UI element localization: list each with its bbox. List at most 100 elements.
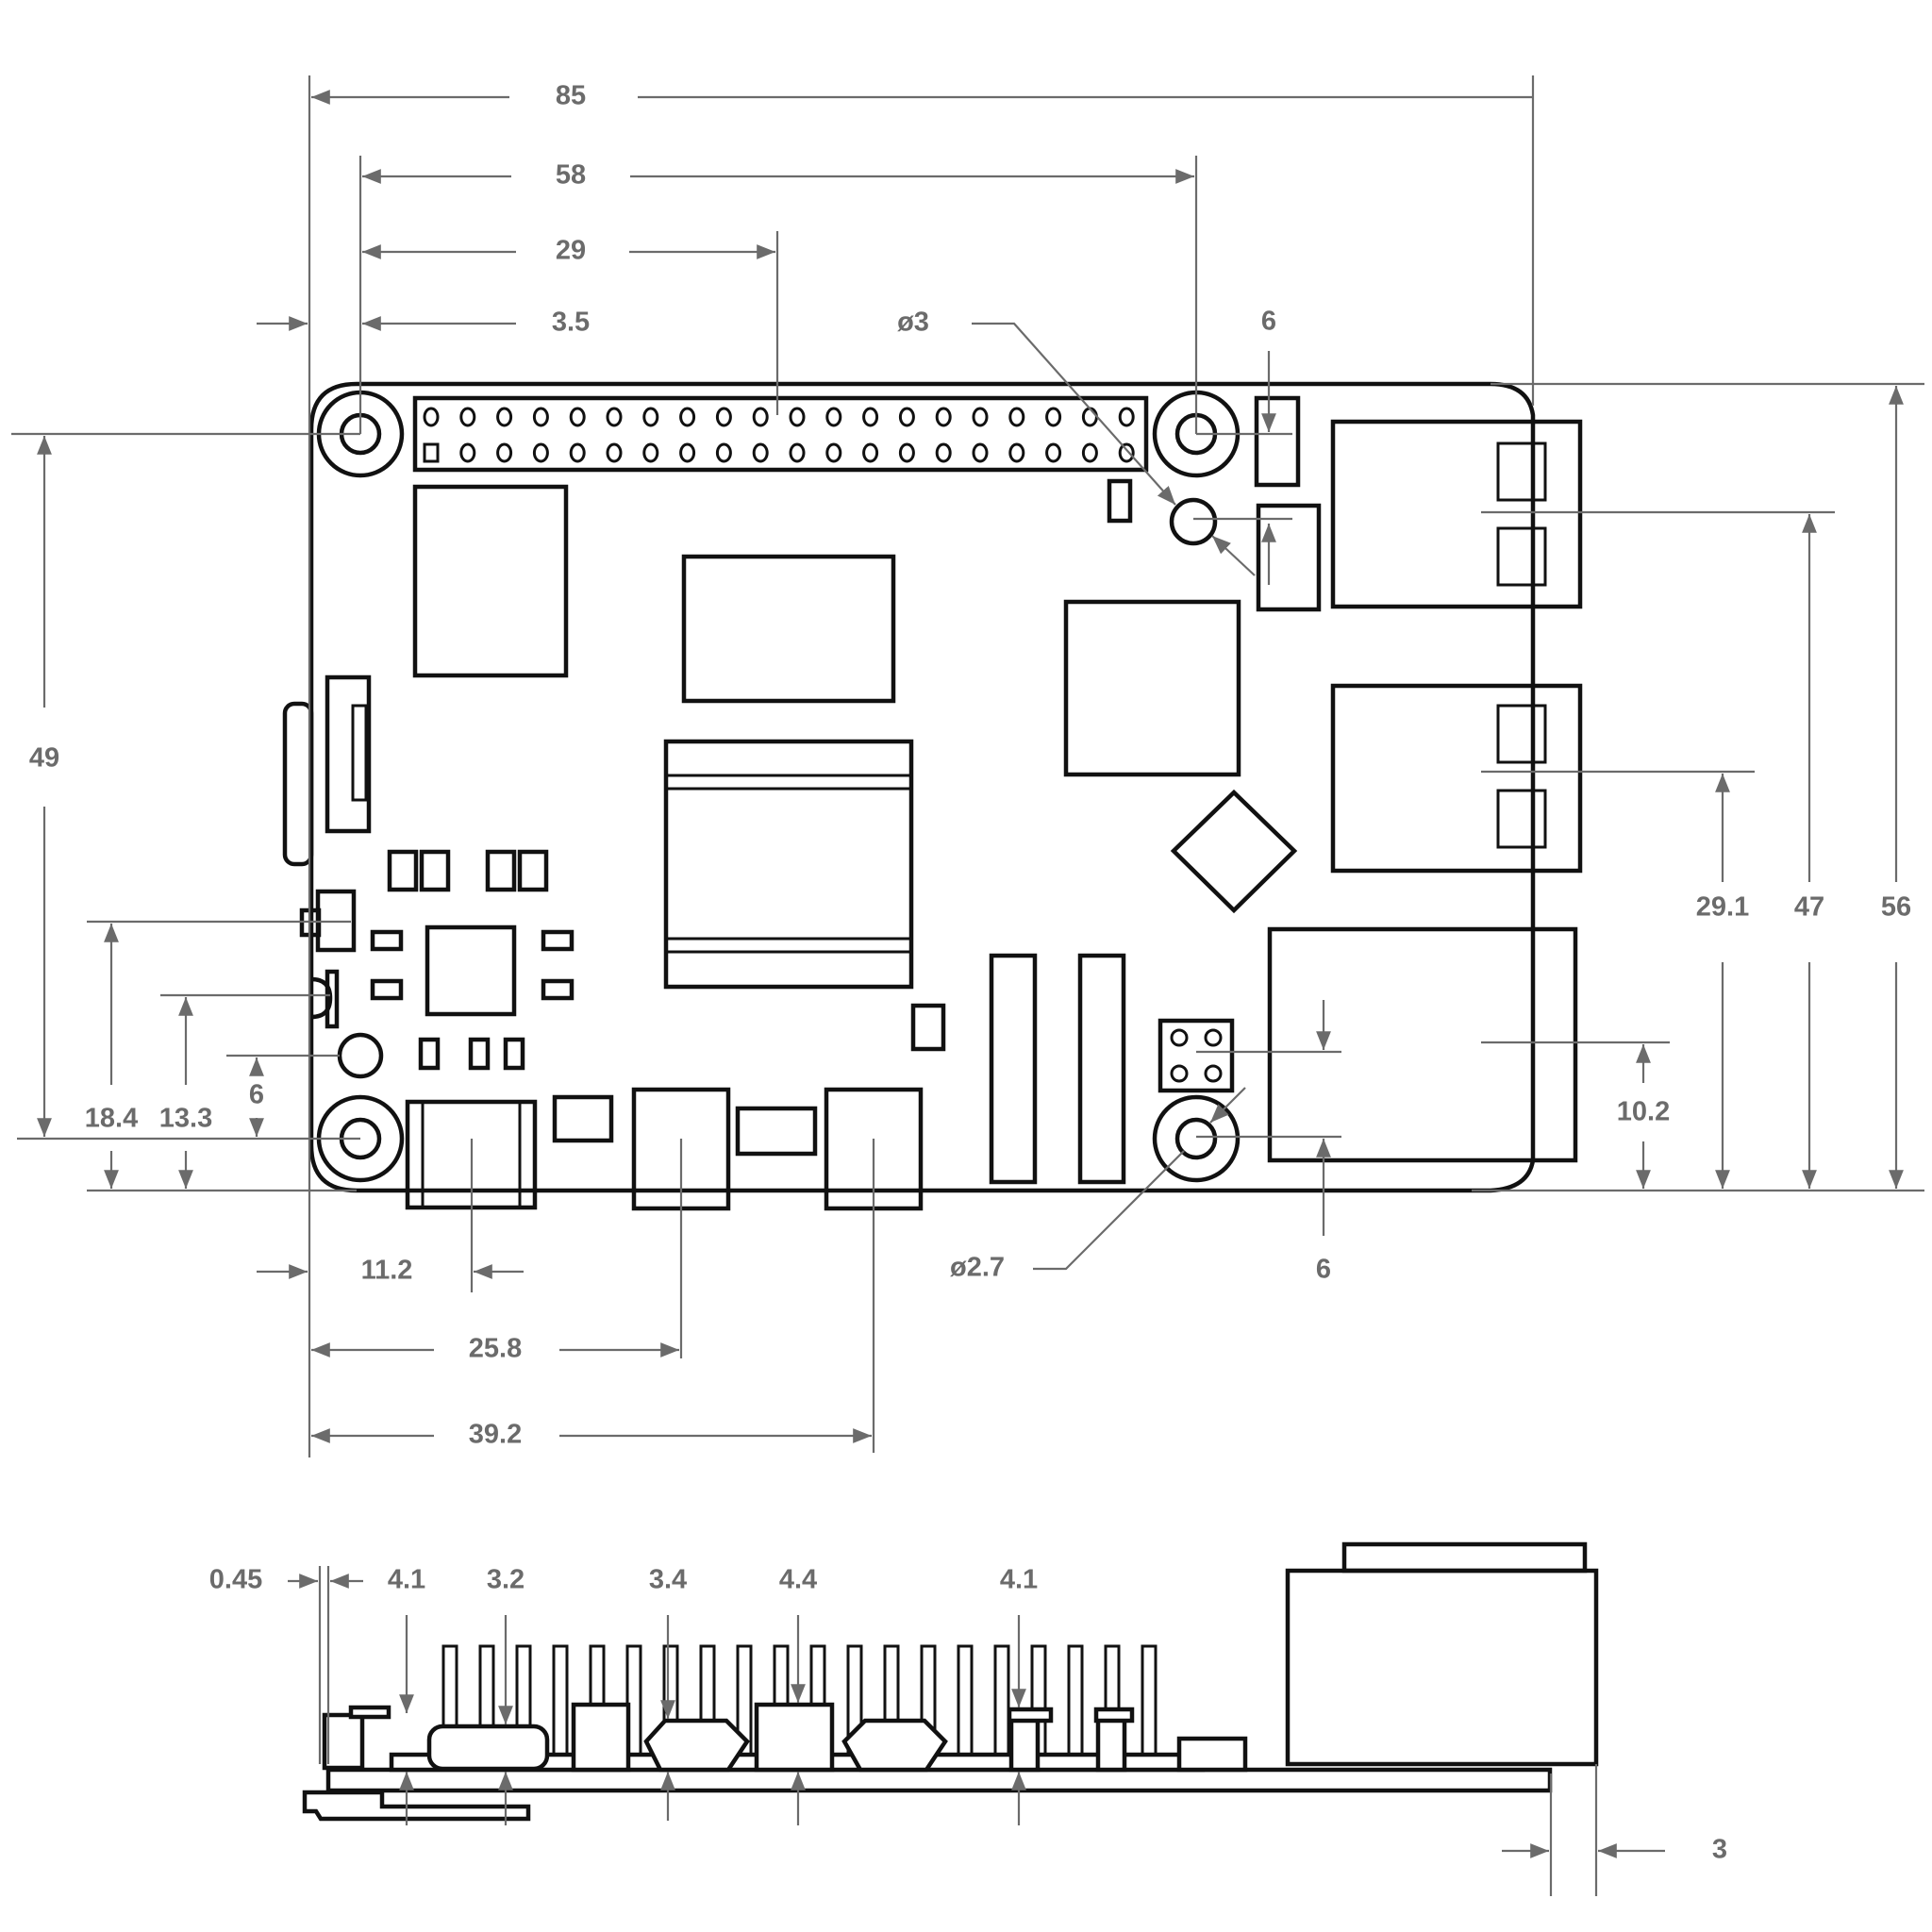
- gpio-pin-side: [993, 1644, 1010, 1761]
- smd-7: [541, 929, 575, 952]
- gpio-pin: [459, 407, 476, 427]
- led-tab: [325, 969, 340, 1029]
- dim-hdmi1: 39.2: [469, 1420, 522, 1450]
- component-small-top: [1254, 395, 1301, 488]
- gpio-pin: [569, 442, 586, 463]
- dim-usb-upper: 47: [1794, 892, 1824, 923]
- smd-10: [468, 1037, 491, 1071]
- gpio-pin: [679, 442, 696, 463]
- dim-ethernet: 10.2: [1617, 1097, 1670, 1127]
- smd-8: [541, 978, 575, 1001]
- callout-small-hole: ø3: [897, 308, 929, 338]
- smd-6: [370, 978, 404, 1001]
- gpio-pin: [496, 407, 513, 427]
- dim-hdmi0-height: 3.4: [649, 1565, 687, 1595]
- gpio-pin-side: [1141, 1644, 1158, 1761]
- display-connector: [989, 953, 1038, 1185]
- top-dimensions: 85 58 29 3.5 ø3 6 56 47: [11, 75, 1924, 1457]
- button-side: [348, 1705, 391, 1720]
- hdmi1-side: [841, 1718, 948, 1773]
- small-hole-upper: [1169, 497, 1218, 546]
- gpio-pin: [935, 407, 952, 427]
- poe-header: [1158, 1018, 1235, 1093]
- gpio-pin: [715, 442, 732, 463]
- callout-bottom-right-offset: 6: [1316, 1255, 1331, 1285]
- dim-hole-spacing: 49: [29, 743, 59, 774]
- dim-button-offset: 6: [249, 1080, 264, 1110]
- dim-fan-connector: 18.4: [85, 1104, 138, 1134]
- pmic: [425, 924, 517, 1017]
- smd-9: [418, 1037, 441, 1071]
- gpio-pin: [935, 442, 952, 463]
- gpio-pin: [606, 407, 623, 427]
- pcb-side: [325, 1767, 1553, 1793]
- usb-port-lower: [1330, 683, 1583, 874]
- gpio-pin: [898, 442, 915, 463]
- smd-11: [503, 1037, 525, 1071]
- gpio-pin: [532, 407, 549, 427]
- sd-card-side: [302, 1790, 531, 1822]
- pcie-side: [1008, 1714, 1041, 1773]
- mount-hole-bottom-right: [1152, 1094, 1241, 1183]
- header-block-side: [1176, 1736, 1248, 1773]
- gpio-pin-side: [957, 1644, 974, 1761]
- dim-hdmi0: 25.8: [469, 1334, 522, 1364]
- callout-mount-hole: ø2.7: [950, 1253, 1005, 1283]
- side-view: [302, 1541, 1599, 1822]
- component-bottom-b: [735, 1106, 818, 1157]
- dim-usbc-height: 3.2: [487, 1565, 525, 1595]
- gpio-pin: [496, 442, 513, 463]
- dim-gpio-center: 29: [556, 236, 586, 266]
- component-small-mid: [1256, 503, 1322, 612]
- gpio-pin: [642, 442, 659, 463]
- dim-pcie-height: 4.1: [1000, 1565, 1038, 1595]
- block-a-side: [571, 1702, 631, 1773]
- side-dimensions: 0.45 4.1 3.2 3.4 4.4 4.1 3: [209, 1565, 1727, 1896]
- gpio-pin: [1118, 442, 1135, 463]
- gpio-pin: [1008, 442, 1025, 463]
- gpio-pin: [532, 442, 549, 463]
- dim-board-height: 56: [1881, 892, 1911, 923]
- gpio-pin: [972, 407, 989, 427]
- gpio-pin: [642, 407, 659, 427]
- gpio-pin: [972, 442, 989, 463]
- gpio-pin: [789, 407, 806, 427]
- soc-heatspreader: [663, 739, 914, 990]
- ethernet-port: [1267, 926, 1578, 1163]
- gpio-pin: [752, 407, 769, 427]
- gpio-pin: [862, 442, 879, 463]
- chip-upper-left: [412, 484, 569, 678]
- gpio-pin: [898, 407, 915, 427]
- dim-power-port: 11.2: [361, 1256, 413, 1286]
- gpio-pin: [1008, 407, 1025, 427]
- dim-hole-offset: 3.5: [552, 308, 590, 338]
- camera-connector: [1077, 953, 1126, 1185]
- gpio-pin: [715, 407, 732, 427]
- usb-top-side: [1341, 1541, 1588, 1574]
- gpio-pin-side: [1067, 1644, 1084, 1761]
- smd-3: [485, 849, 517, 892]
- component-near-hdmi: [910, 1003, 946, 1052]
- gpio-pin: [1081, 407, 1098, 427]
- fan-connector-left: [325, 675, 372, 834]
- dim-ethernet-overhang: 3: [1712, 1835, 1727, 1865]
- dim-center-height: 4.4: [779, 1565, 817, 1595]
- gpio-pin: [789, 442, 806, 463]
- dim-board-width: 85: [556, 81, 586, 111]
- usb-port-upper: [1330, 419, 1583, 609]
- gpio-pin: [752, 442, 769, 463]
- gpio-pin: [1081, 442, 1098, 463]
- gpio-pin-side: [552, 1644, 569, 1761]
- camera-side: [1095, 1714, 1127, 1773]
- fan-side: [322, 1712, 365, 1771]
- gpio-pin: [825, 407, 842, 427]
- chip-right: [1063, 599, 1241, 777]
- gpio-pin: [423, 407, 440, 427]
- dim-usb-lower: 29.1: [1696, 892, 1749, 923]
- camera-cap: [1093, 1707, 1135, 1724]
- dim-mount-spacing: 58: [556, 160, 586, 191]
- gpio-pin: [1118, 407, 1135, 427]
- smd-2: [419, 849, 451, 892]
- gpio-pin: [1045, 407, 1062, 427]
- ethernet-side: [1285, 1568, 1599, 1767]
